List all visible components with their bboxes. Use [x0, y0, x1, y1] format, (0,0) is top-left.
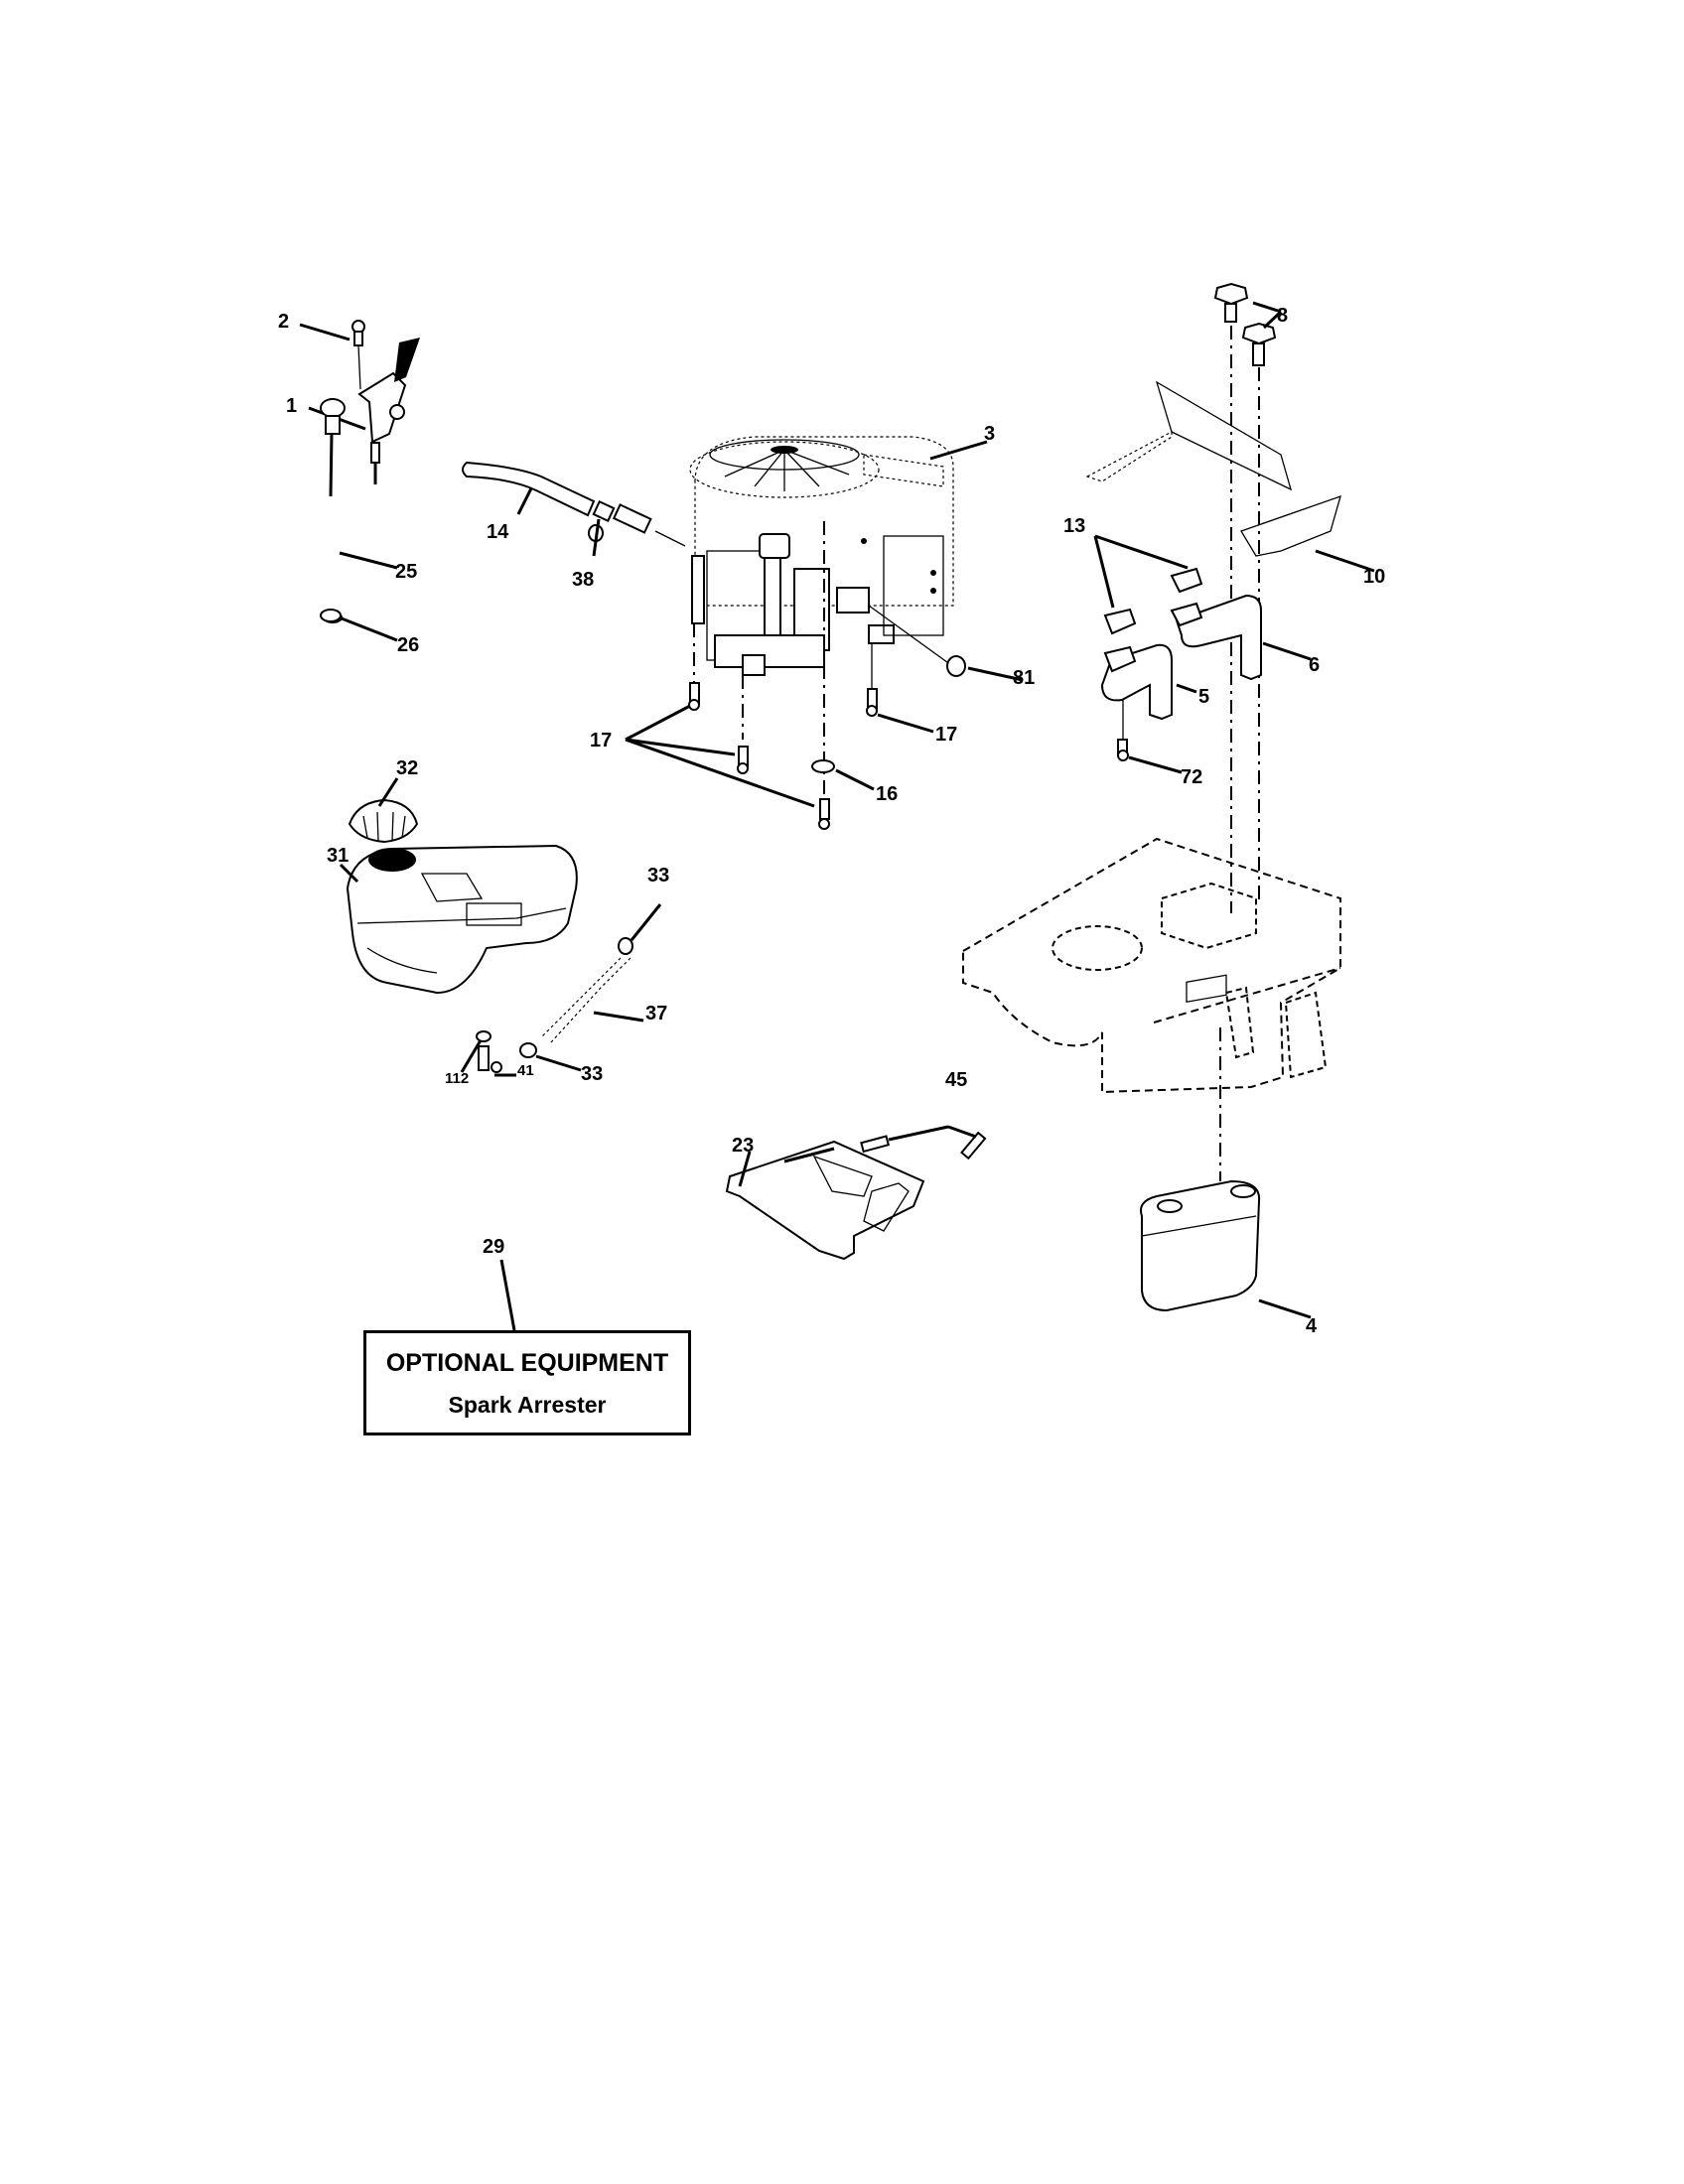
leader-33a	[630, 903, 662, 941]
callout-25: 25	[395, 561, 417, 583]
callout-81: 81	[1013, 667, 1035, 689]
throttle-control-part	[351, 320, 420, 484]
bolt-part	[1117, 739, 1129, 761]
frame-outline	[962, 837, 1341, 1094]
leader-5	[1176, 683, 1197, 694]
leader-81	[967, 666, 1024, 682]
leader-16	[835, 768, 875, 791]
gasket-part	[1103, 567, 1203, 673]
muffler-part	[1140, 974, 1261, 1312]
spark-arrester-label: Spark Arrester	[448, 1392, 607, 1418]
optional-equipment-box: OPTIONAL EQUIPMENT Spark Arrester	[363, 1330, 691, 1435]
callout-72: 72	[1181, 766, 1202, 788]
dipstick-part	[320, 398, 346, 623]
engine-part	[689, 436, 954, 676]
leader-38	[592, 518, 601, 557]
optional-equipment-title: OPTIONAL EQUIPMENT	[385, 1349, 669, 1377]
callout-29: 29	[483, 1236, 504, 1258]
leader-6	[1262, 641, 1312, 661]
leader-72	[1128, 755, 1183, 774]
fuel-line-part	[476, 937, 633, 1073]
heat-shield-part	[725, 1131, 987, 1261]
callout-5: 5	[1198, 686, 1209, 708]
leader-45	[888, 1125, 949, 1142]
callout-13: 13	[1063, 515, 1085, 537]
leader-45	[947, 1125, 977, 1139]
washer-part	[320, 609, 342, 622]
callout-6: 6	[1309, 654, 1320, 676]
leader-17	[625, 738, 736, 756]
fuel-tank-part	[346, 844, 578, 995]
callout-3: 3	[984, 423, 995, 445]
leader-29	[499, 1259, 516, 1331]
callout-37: 37	[645, 1003, 667, 1024]
callout-32: 32	[396, 757, 418, 779]
callout-31: 31	[327, 845, 349, 867]
leader-8	[1262, 310, 1283, 330]
callout-41: 41	[517, 1062, 534, 1079]
exhaust-shield-part	[1085, 380, 1341, 557]
leader-17	[625, 704, 691, 742]
leader-3	[929, 440, 988, 461]
leader-23	[783, 1147, 835, 1163]
callout-1: 1	[286, 395, 297, 417]
fuel-cap-part	[348, 798, 419, 844]
leader-26	[341, 616, 398, 642]
callout-33b: 33	[581, 1063, 603, 1085]
leader-17	[625, 738, 815, 808]
leader-81a	[868, 605, 952, 666]
plug-part	[946, 655, 966, 677]
leader-31	[339, 863, 359, 884]
callout-23: 23	[732, 1135, 754, 1157]
leader-13	[1094, 534, 1189, 570]
callout-45: 45	[945, 1069, 967, 1091]
leader-112	[460, 1039, 483, 1073]
callout-33a: 33	[647, 865, 669, 887]
callout-16: 16	[876, 783, 898, 805]
callout-2: 2	[278, 311, 289, 333]
callout-17a: 17	[590, 730, 612, 751]
bolt-part	[688, 682, 878, 830]
callout-26: 26	[397, 634, 419, 656]
bolt-part	[1213, 282, 1277, 366]
leader-25	[339, 551, 398, 570]
leader-17b	[877, 713, 934, 734]
callout-17b: 17	[935, 724, 957, 746]
leader-32	[377, 777, 399, 807]
leader-8	[1252, 301, 1282, 314]
leader-13	[1093, 535, 1115, 609]
leader-37	[593, 1011, 644, 1023]
callout-38: 38	[572, 569, 594, 591]
callout-14: 14	[487, 521, 509, 543]
leader-14	[516, 487, 533, 515]
callout-10: 10	[1363, 566, 1385, 588]
leader-33b	[535, 1054, 582, 1072]
callout-4: 4	[1306, 1315, 1318, 1337]
callout-8: 8	[1277, 305, 1288, 327]
callout-112: 112	[445, 1070, 469, 1087]
leader-2	[299, 323, 351, 341]
leader-23b	[738, 1151, 752, 1187]
leader-4	[1258, 1298, 1312, 1319]
leader-10	[1315, 549, 1375, 573]
